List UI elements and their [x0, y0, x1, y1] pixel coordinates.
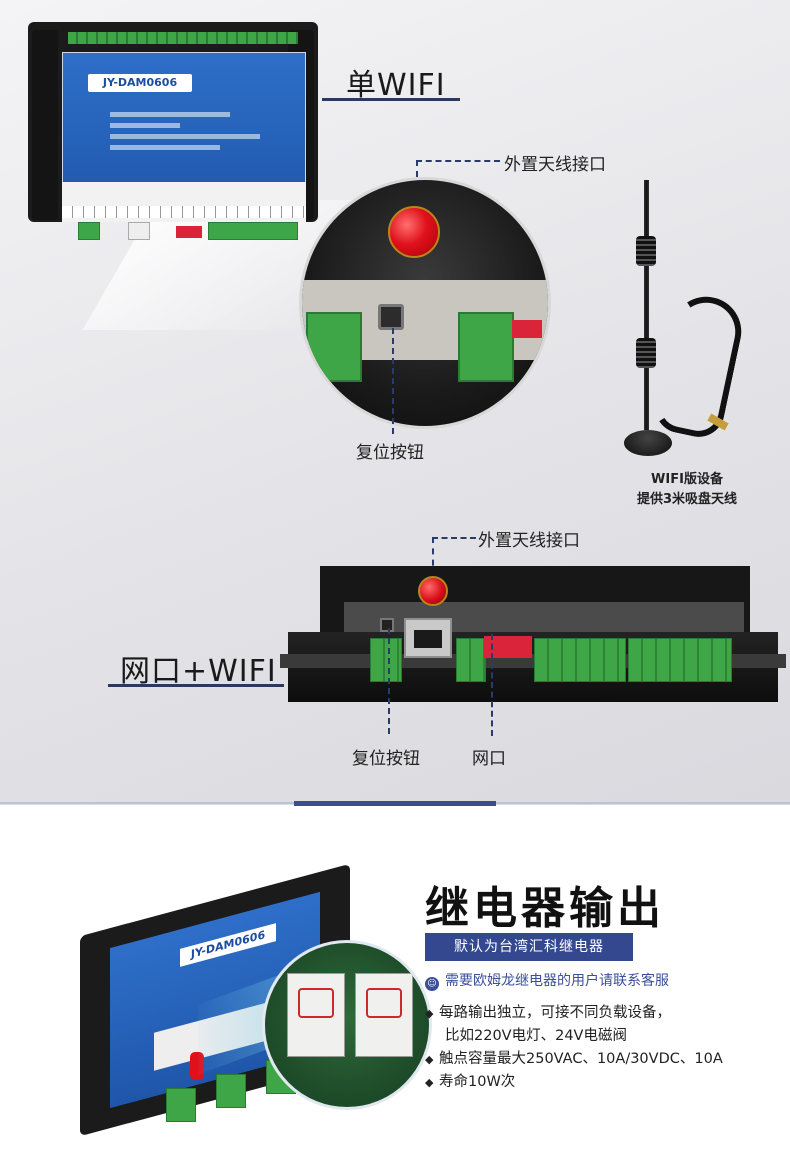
user-service-icon: ☺ — [425, 977, 439, 991]
diamond-bullet-icon: ◆ — [425, 1053, 434, 1066]
heading-wifi: 单WIFI — [346, 68, 446, 103]
antenna-port-label: 外置天线接口 — [504, 155, 606, 175]
wifi-section: JY-DAM0606 单WIFI 外置天线接口 复位按钮 WIFI版设备 提 — [0, 0, 790, 805]
section-divider-accent — [294, 801, 496, 806]
heading-eth-wifi-underline — [108, 684, 284, 687]
omron-note: ☺需要欧姆龙继电器的用户请联系客服 — [425, 970, 669, 991]
reset-button-graphic-2 — [380, 618, 394, 632]
relay-brand-badge: 默认为台湾汇科继电器 — [425, 933, 633, 961]
diamond-bullet-icon: ◆ — [425, 1007, 434, 1020]
list-item: ◆触点容量最大250VAC、10A/30VDC、10A — [425, 1048, 785, 1071]
antenna-connector-2 — [418, 576, 448, 606]
reset-button-label-2: 复位按钮 — [352, 749, 420, 769]
relay-zoom-image — [262, 940, 432, 1110]
zoom-detail-image — [302, 180, 548, 426]
antenna-port-label-2: 外置天线接口 — [478, 531, 580, 551]
relay-component — [355, 973, 413, 1057]
list-item: ◆寿命10W次 — [425, 1071, 785, 1094]
ethernet-port-label: 网口 — [472, 749, 506, 769]
reset-button-graphic — [378, 304, 404, 330]
relay-component — [287, 973, 345, 1057]
feature-list: ◆每路输出独立，可接不同负载设备， 比如220V电灯、24V电磁阀 ◆触点容量最… — [425, 1002, 785, 1094]
list-item: ◆每路输出独立，可接不同负载设备， — [425, 1002, 785, 1025]
antenna-image — [644, 180, 649, 430]
antenna-connector — [388, 206, 440, 258]
list-item: 比如220V电灯、24V电磁阀 — [445, 1028, 627, 1044]
heading-wifi-underline — [322, 98, 460, 101]
antenna-caption: WIFI版设备 提供3米吸盘天线 — [636, 472, 738, 507]
diamond-bullet-icon: ◆ — [425, 1076, 434, 1089]
ethernet-port-graphic — [404, 618, 452, 658]
relay-output-title: 继电器输出 — [425, 883, 665, 934]
device-board-image: JY-DAM0606 — [28, 22, 318, 242]
heading-eth-wifi: 网口+WIFI — [120, 654, 277, 689]
side-device-image — [280, 566, 786, 702]
device-model-label: JY-DAM0606 — [88, 74, 192, 92]
reset-button-label: 复位按钮 — [356, 443, 424, 463]
